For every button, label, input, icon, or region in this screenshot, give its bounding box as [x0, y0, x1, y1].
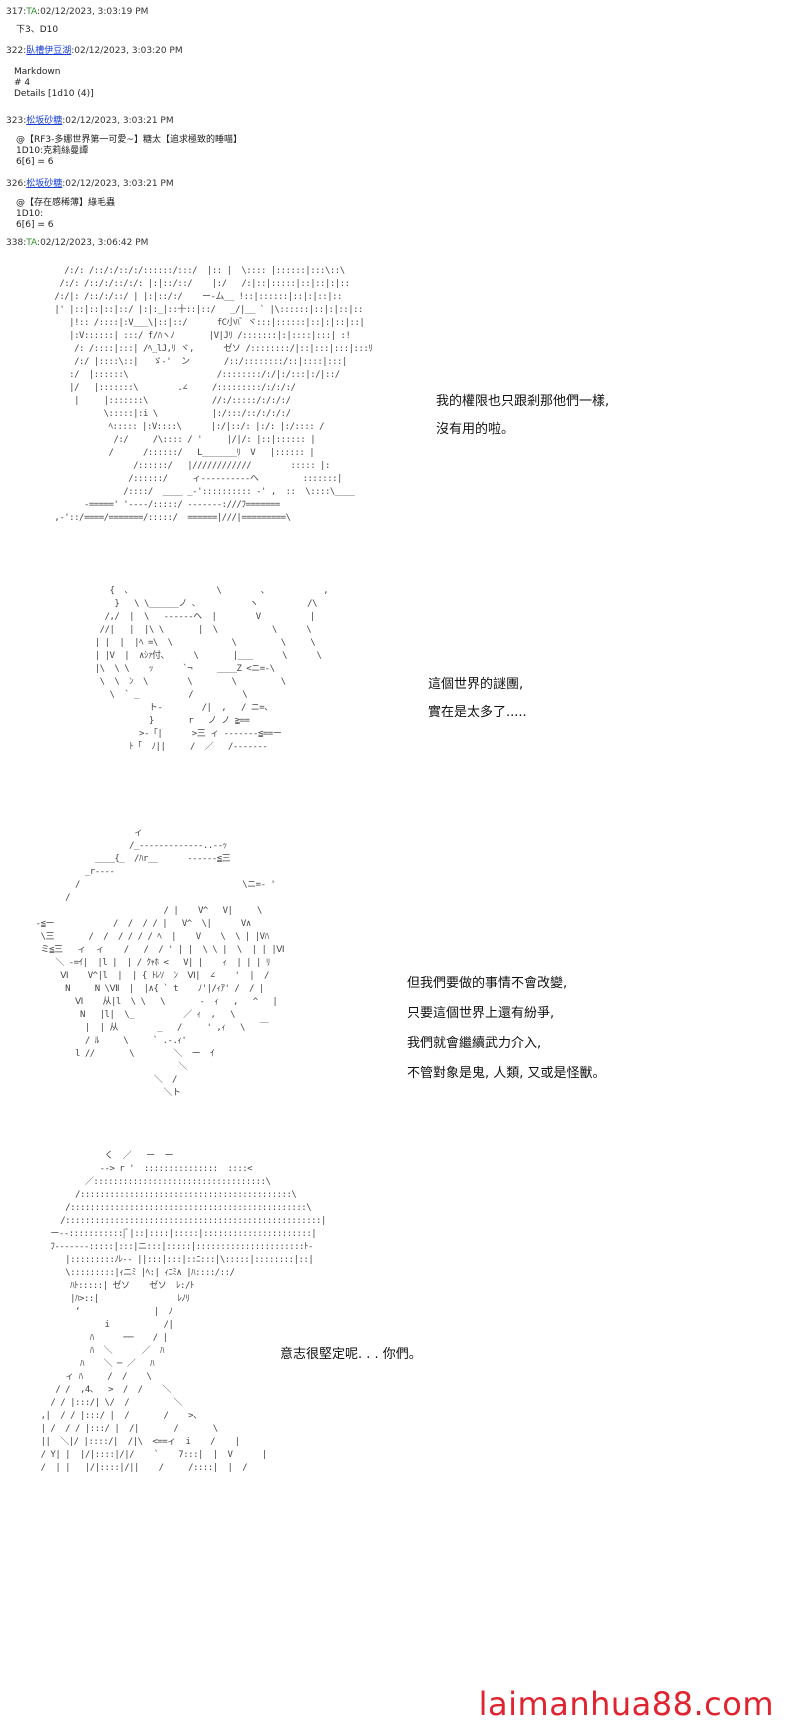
- poster-name[interactable]: TA: [26, 238, 38, 248]
- post-322: 322:臥槽伊豆湖:02/12/2023, 3:03:20 PM Markdow…: [6, 46, 183, 99]
- poster-name[interactable]: TA: [26, 7, 38, 17]
- post-338: 338:TA:02/12/2023, 3:06:42 PM: [6, 238, 149, 248]
- dialogue-2: 這個世界的謎團, 實在是太多了.....: [428, 677, 527, 720]
- watermark: laimanhua88.com: [478, 1685, 774, 1723]
- ascii-art-panel-1: /:/: /::/:/::/:/::::::/:::/ |:: | \:::: …: [54, 266, 373, 523]
- dialogue-3: 但我們要做的事情不會改變, 只要這個世界上還有紛爭, 我們就會繼續武力介入, 不…: [407, 976, 606, 1081]
- post-323: 323:松坂砂糖:02/12/2023, 3:03:21 PM @【RF3-多娜…: [6, 116, 242, 167]
- post-326: 326:松坂砂糖:02/12/2023, 3:03:21 PM @【存在感稀薄】…: [6, 179, 174, 230]
- poster-name-link[interactable]: 松坂砂糖: [26, 179, 63, 189]
- poster-name-link[interactable]: 臥槽伊豆湖: [26, 46, 72, 56]
- dialogue-1: 我的權限也只跟剎那他們一樣, 沒有用的啦。: [436, 394, 610, 437]
- poster-name-link[interactable]: 松坂砂糖: [26, 116, 63, 126]
- ascii-art-panel-3: ィ /_-------------..--ｯ ____{_ /ﾊr__ ----…: [35, 828, 285, 1098]
- ascii-art-panel-4: く ／ ー ー --> r ' ::::::::::::::: ::::< ／:…: [40, 1151, 327, 1473]
- post-317: 317:TA:02/12/2023, 3:03:19 PM 下3、D10: [6, 7, 149, 35]
- dialogue-4: 意志很堅定呢. . . 你們。: [280, 1347, 422, 1362]
- ascii-art-panel-2: { 、 \ 、 , } \ \______ノ 、 ヽ /\ /,/ | \ --…: [94, 586, 329, 752]
